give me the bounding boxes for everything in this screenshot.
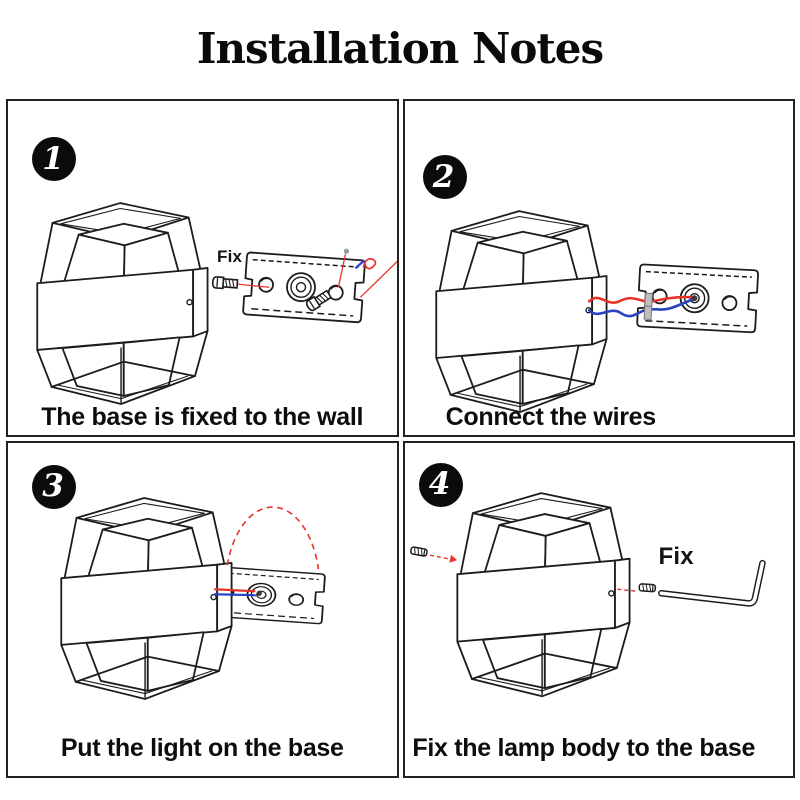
page-title: Installation Notes: [196, 24, 604, 73]
screw-guide-line: [238, 283, 270, 288]
wire-blue: [587, 297, 695, 318]
step-number: 4: [428, 466, 451, 502]
set-screw-icon: [409, 545, 428, 557]
steps-grid: 1 Fix The base is fixed to the wall 2: [6, 99, 795, 778]
set-screw-icon: [637, 582, 656, 593]
wall-lamp-icon: [455, 491, 630, 697]
panel-step-3: 3 Put the light on the base: [6, 440, 399, 778]
wall-lamp-icon: [434, 210, 607, 413]
step-3-illustration: [60, 496, 326, 700]
wall-anchor-dot: [343, 248, 350, 254]
wall-lamp-icon: [60, 496, 233, 700]
step-2-illustration: [434, 210, 759, 413]
step-number: 3: [42, 468, 64, 504]
step-caption: Fix the lamp body to the base: [412, 734, 756, 762]
screw-guide-line: [616, 588, 637, 592]
screw-guide-line: [337, 254, 347, 288]
panel-step-2: 2 Connect the wires: [402, 99, 795, 437]
step-number-badge: 1: [32, 137, 76, 181]
step-number-badge: 4: [418, 462, 463, 507]
screw-icon: [211, 275, 239, 291]
twist-arrow-mark: [362, 258, 377, 270]
step-number-badge: 2: [422, 155, 467, 199]
step-caption: Connect the wires: [445, 402, 657, 431]
panel-step-1: 1 Fix The base is fixed to the wall: [6, 99, 399, 437]
wall-lamp-icon: [36, 202, 209, 405]
step-1-illustration: [36, 202, 397, 405]
fix-annotation: Fix: [217, 247, 243, 266]
wire-red: [214, 587, 256, 592]
fix-annotation: Fix: [658, 542, 694, 570]
wire-blue: [214, 592, 257, 596]
mounting-plate-icon: [242, 251, 367, 324]
arrowhead: [448, 554, 457, 563]
wire-connector: [643, 292, 653, 321]
twist-arrow-mark: [354, 259, 366, 270]
allen-key-highlight: [659, 560, 764, 605]
wire-entry-dot: [256, 590, 262, 596]
step-number-badge: 3: [32, 464, 76, 509]
step-number: 1: [42, 140, 64, 177]
mounting-plate-icon: [635, 263, 759, 334]
step-caption: The base is fixed to the wall: [41, 402, 364, 431]
step-4-illustration: [409, 491, 766, 697]
step-number: 2: [432, 158, 455, 195]
screw-guide-line: [359, 261, 397, 298]
wire-red: [587, 295, 694, 304]
placement-arc: [226, 505, 320, 569]
wire-entry-dot: [690, 295, 697, 302]
step-caption: Put the light on the base: [60, 734, 344, 762]
screw-guide-line: [429, 553, 450, 560]
panel-step-4: 4 Fix Fix the lamp body to the base: [402, 440, 795, 778]
